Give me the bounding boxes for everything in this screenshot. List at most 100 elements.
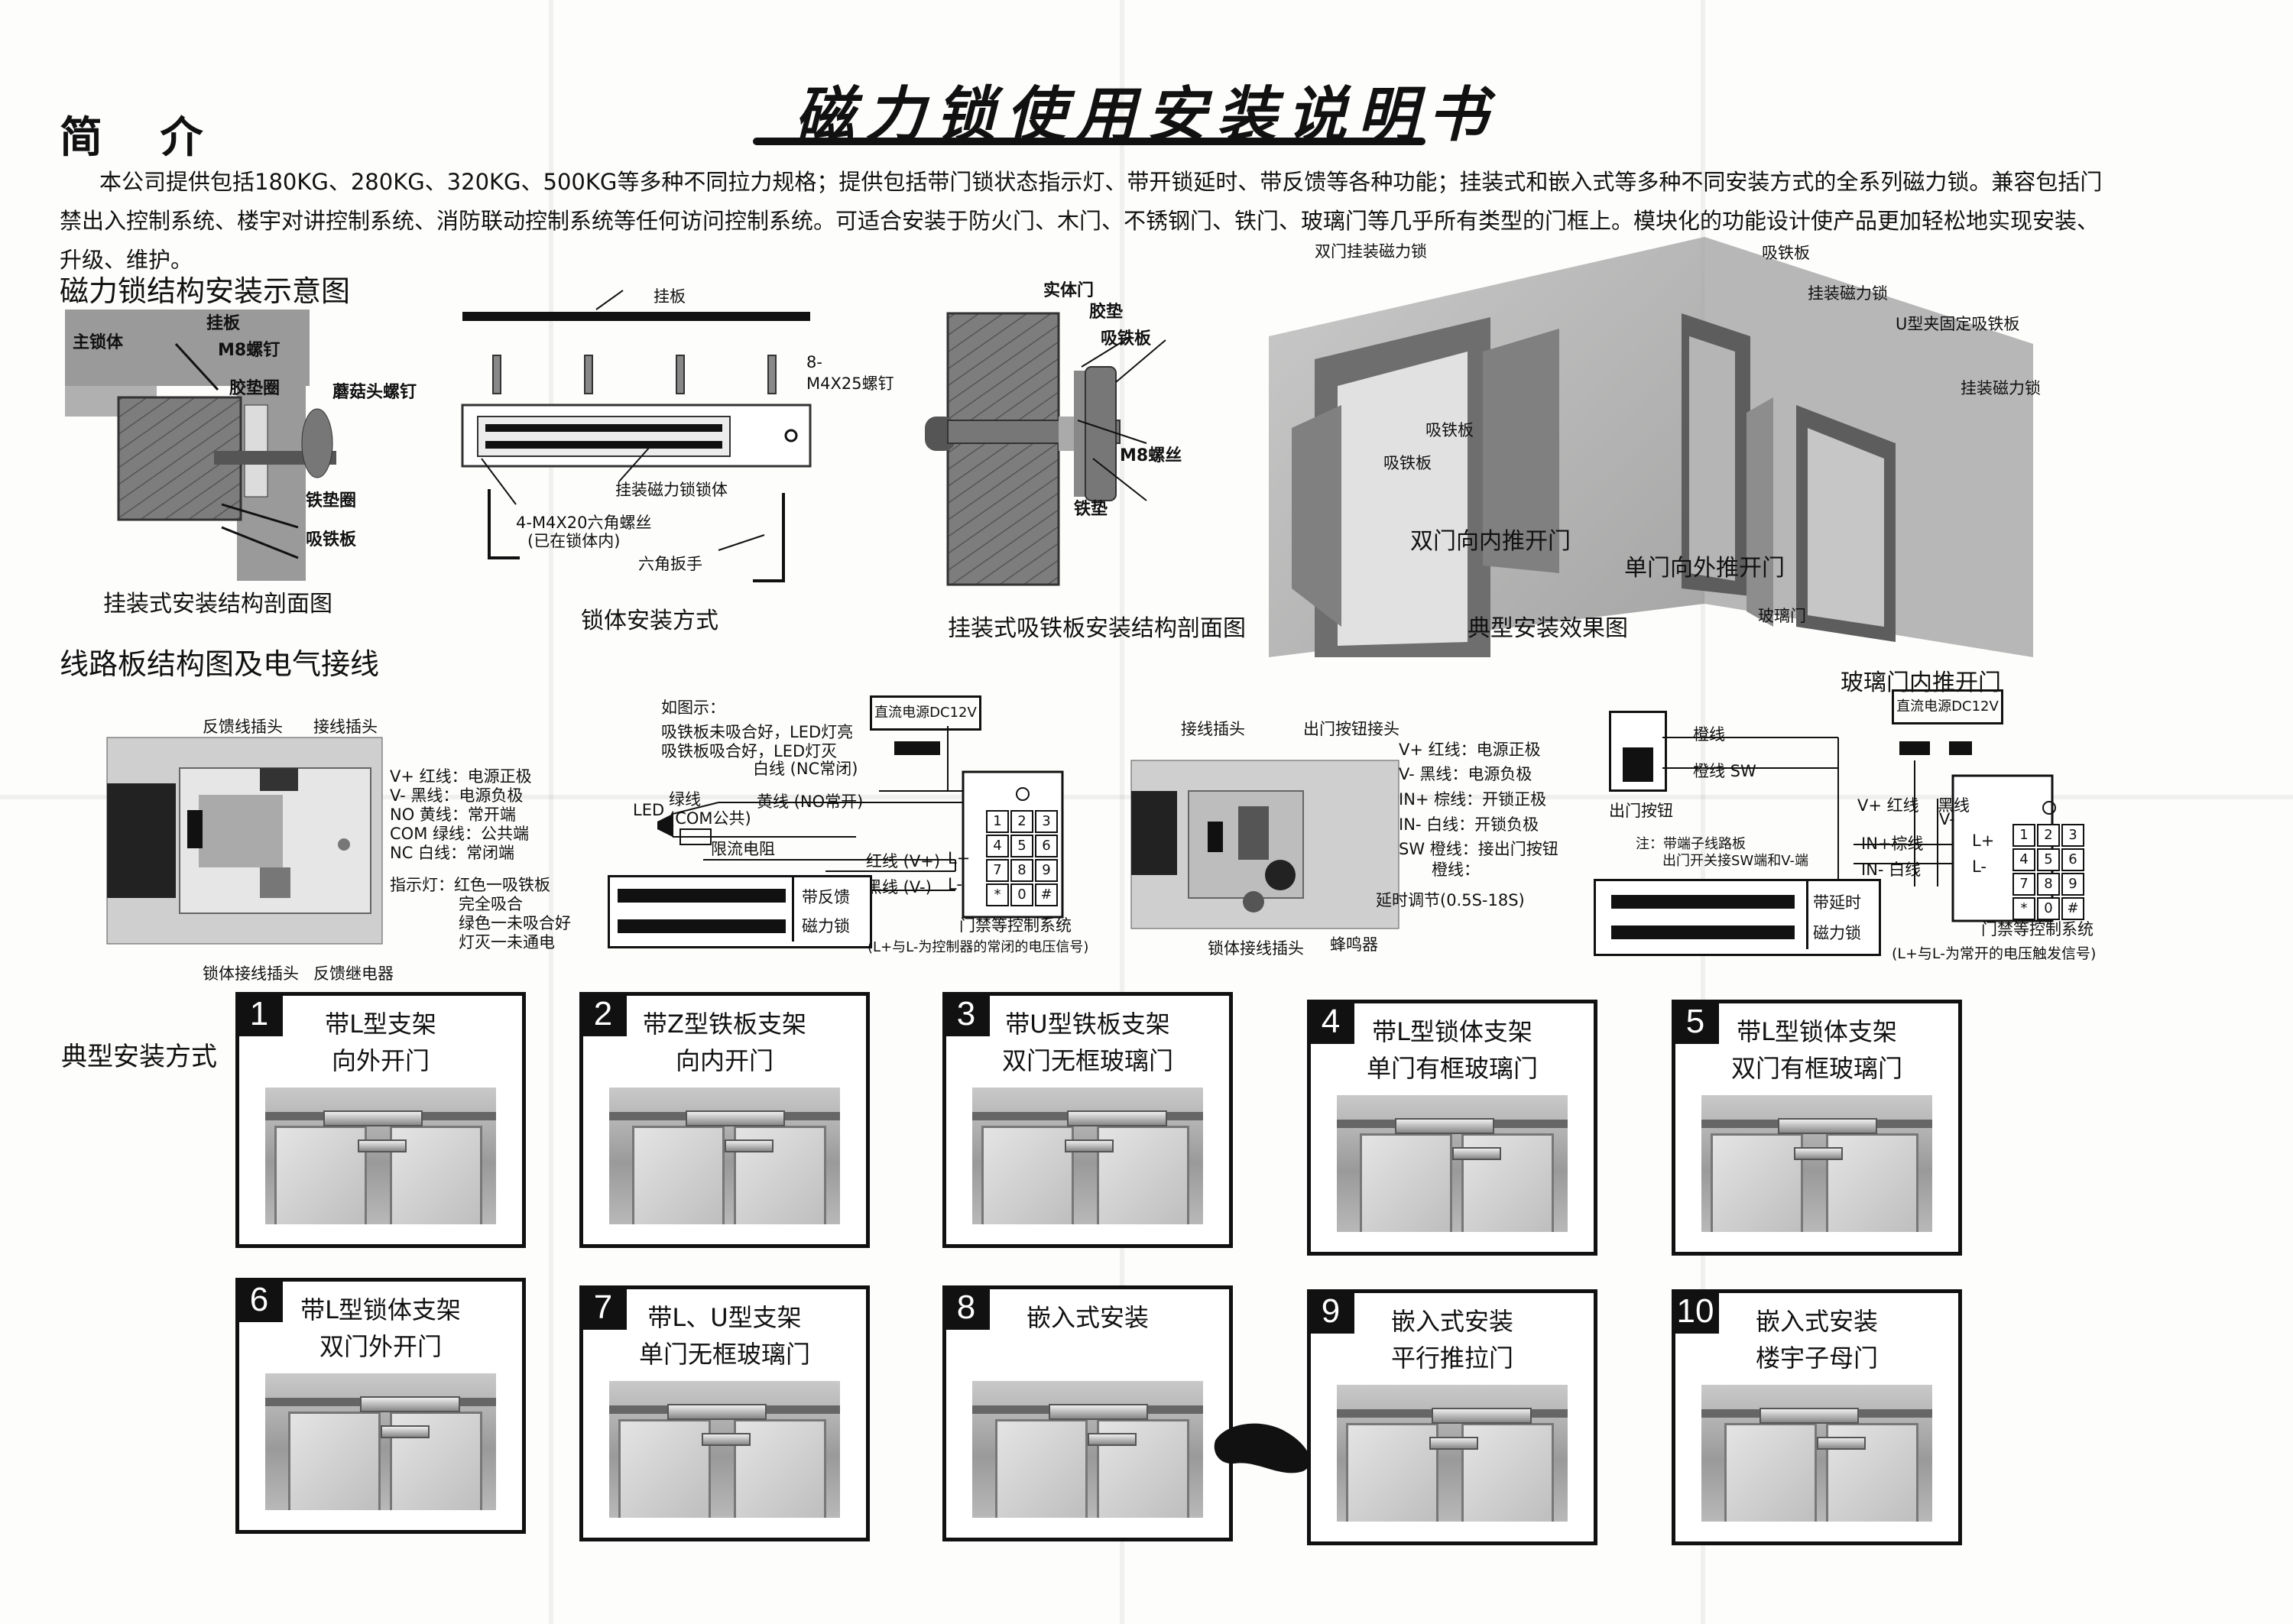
wire-v-plus: V+ 红线：电源正极 (390, 767, 532, 786)
door-leaf (1711, 1133, 1803, 1232)
ink-smudge (1214, 1423, 1311, 1473)
keypad-key: 5 (2037, 848, 2060, 871)
lock-body-mounting-figure (461, 290, 812, 582)
wire-black: 黑线 (1938, 796, 1970, 815)
power-supply-box: 直流电源DC12V (1892, 689, 2003, 724)
delay-wiring-diagram (1662, 737, 2054, 922)
wire-red-vplus: 红线 (V+) (866, 852, 941, 870)
panel-illustration (609, 1088, 840, 1224)
delay-board-photo (1130, 760, 1399, 929)
panel-number: 1 (235, 992, 283, 1036)
lock-label: 磁力锁 (1813, 924, 1861, 942)
door-leaf (981, 1126, 1074, 1224)
wire-nc: NC 白线：常闭端 (390, 844, 515, 862)
door-leaf (274, 1126, 367, 1224)
label-u-bracket: U型夹固定吸铁板 (1896, 315, 2020, 333)
panel-illustration (609, 1381, 840, 1518)
indicator-green: 绿色一未吸合好 (459, 914, 571, 932)
exit-button-label: 出门按钮 (1609, 802, 1673, 820)
label-m8-bolt: M8螺丝 (1120, 446, 1182, 465)
wire-v-plus: V+ 红线：电源正极 (1399, 741, 1541, 759)
panel-title: 带L型锁体支架 (1372, 1017, 1532, 1046)
armature-plate (725, 1139, 774, 1152)
panel-subtitle: 双门有框玻璃门 (1730, 1054, 1902, 1083)
panel-number: 7 (579, 1285, 627, 1330)
door-leaf (1826, 1133, 1918, 1232)
indicator-off: 灯灭一未通电 (459, 933, 555, 951)
magnetic-lock (1066, 1110, 1167, 1126)
keypad-top (982, 780, 1066, 784)
label-mushroom-screw: 蘑菇头螺钉 (332, 383, 417, 402)
section-heading: 磁力锁结构安装示意图 (60, 274, 351, 308)
keypad-indicator (2042, 801, 2056, 815)
indicator-red: 指示灯：红色一吸铁板 (390, 876, 550, 894)
magnetic-lock (1759, 1408, 1860, 1424)
armature-plate (357, 1139, 407, 1152)
label-armature-plate: 吸铁板 (306, 530, 357, 549)
panel-title: 带L型锁体支架 (1737, 1017, 1897, 1046)
access-system-label: 门禁等控制系统 (1981, 920, 2094, 938)
figure-caption: 挂装式吸铁板安装结构剖面图 (948, 615, 1246, 642)
wire-yellow-no: 黄线 (NO常开) (757, 793, 864, 811)
keypad-key: 5 (1010, 835, 1033, 857)
label-led: LED (633, 801, 665, 819)
fold-line (1701, 0, 1705, 1624)
keypad-key: * (986, 883, 1009, 906)
wire-v-minus: V- 黑线：电源负极 (1399, 765, 1532, 783)
keypad-key: 7 (986, 859, 1009, 882)
keypad-key: # (2061, 897, 2084, 920)
door-leaf (288, 1412, 381, 1510)
panel-subtitle: 双门外开门 (319, 1332, 442, 1361)
label-glass-door: 玻璃门 (1758, 607, 1806, 625)
armature-plate (1793, 1147, 1844, 1160)
keypad-key: 2 (2037, 824, 2060, 847)
terminal-l-minus: L- (1972, 857, 1987, 876)
wire-no: NO 黄线：常开端 (390, 806, 516, 824)
terminal-l-minus: L- (948, 875, 962, 893)
panel-number: 10 (1672, 1289, 1719, 1334)
feedback-board-photo (106, 737, 383, 945)
label-m4x25-screw: M4X25螺钉 (806, 374, 894, 393)
magnetic-lock (685, 1110, 786, 1126)
wire-red-vplus: V+ 红线 (1857, 796, 1919, 815)
keypad-key: 7 (2012, 873, 2035, 896)
panel-title: 嵌入式安装 (1755, 1307, 1878, 1336)
keypad-key: 8 (1010, 859, 1033, 882)
lock-coil (1611, 925, 1795, 939)
wire-in-minus: IN- 白线 (1861, 861, 1922, 879)
panel-subtitle: 双门无框玻璃门 (1001, 1046, 1173, 1075)
fold-line (549, 0, 553, 1624)
magnetic-lock (1431, 1408, 1532, 1424)
panel-subtitle: 向内开门 (675, 1046, 774, 1075)
panel-illustration (1701, 1095, 1932, 1232)
lock-label: 带反馈 (802, 888, 850, 906)
keypad-key: # (1035, 883, 1058, 906)
panel-title: 带U型铁板支架 (1005, 1010, 1170, 1039)
figure-caption: 锁体安装方式 (581, 608, 718, 634)
note-title: 如图示： (661, 699, 725, 717)
keypad-key: 2 (1010, 810, 1033, 833)
label-iron-washer: 铁垫圈 (306, 491, 357, 511)
panel-number: 6 (235, 1278, 283, 1322)
label-connector-plug: 接线插头 (313, 718, 378, 736)
figure-caption: 典型安装效果图 (1468, 615, 1628, 642)
panel-title: 带Z型铁板支架 (643, 1010, 806, 1039)
keypad-indicator (1016, 787, 1030, 801)
keypad-key: 3 (2061, 824, 2084, 847)
lock-label: 带延时 (1813, 893, 1861, 912)
keypad-key: 0 (2037, 897, 2060, 920)
wire-black-vminus: 黑线 (V-) (866, 878, 932, 896)
panel-number: 9 (1307, 1289, 1354, 1334)
panel-title: 带L、U型支架 (647, 1303, 802, 1332)
power-supply-box: 直流电源DC12V (870, 695, 981, 731)
keypad-key: * (2012, 897, 2035, 920)
panel-illustration (1337, 1385, 1568, 1522)
label-lock-plug: 锁体接线插头 (203, 964, 299, 983)
access-system-label: 门禁等控制系统 (959, 916, 1072, 935)
label-feedback-plug: 反馈线插头 (203, 718, 283, 736)
magnetic-lock (323, 1110, 423, 1126)
label-rubber-washer: 胶垫圈 (229, 379, 281, 398)
